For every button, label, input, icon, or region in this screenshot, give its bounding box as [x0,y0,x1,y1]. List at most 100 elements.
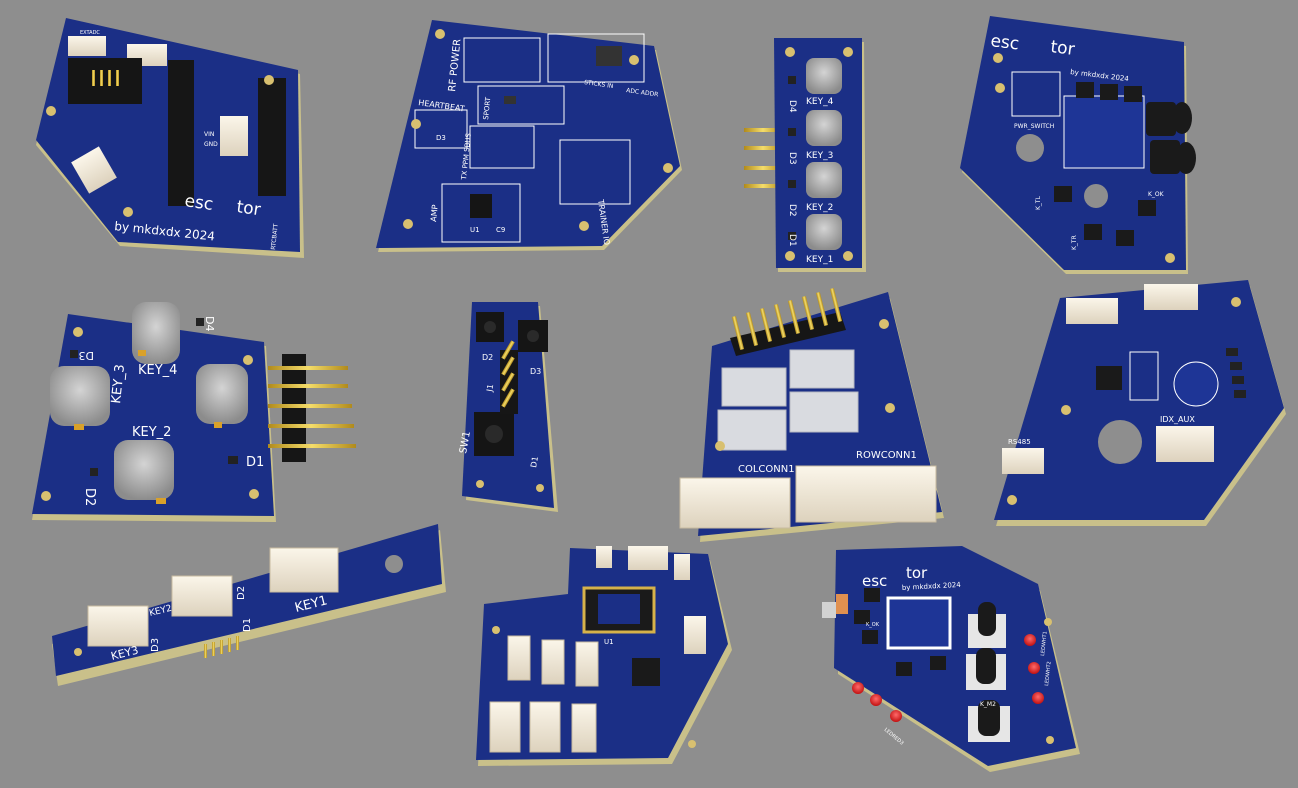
pin-header-left [168,60,194,206]
silk-colconn1: COLCONN1 [738,464,795,475]
connector-array [489,635,599,753]
amp-ic [470,194,492,218]
hub-board: U1 [476,546,732,766]
jst-connector [1144,284,1198,310]
silk-key4: KEY_4 [138,363,177,378]
key-buttons [806,58,842,250]
silk-d1: D1 [529,456,540,469]
logo-tor: tor [1049,37,1075,60]
silk-d4: D4 [787,100,797,113]
switch-board: SW1 J1 D1 D2 D3 [458,302,558,512]
silk-u1: U1 [604,638,614,646]
aux-board: IDX_AUX RS485 [994,280,1286,526]
mounting-hole [264,75,274,85]
power-switch [836,594,848,614]
pin-header-2x8 [730,288,846,356]
silk-ledwht1: LEDWHT1 [1040,631,1049,656]
silk-d3: D3 [530,367,541,376]
white-connectors [717,349,859,451]
keys-strip-board: KEY_4 KEY_3 KEY_2 KEY_1 D4 D3 D2 D1 [744,38,866,272]
ic-chip [632,658,660,686]
red-leds [852,634,1044,722]
silk-sport: SPORT [482,96,492,120]
silk-vin: VIN [204,131,214,138]
silk-d1: D1 [787,234,797,247]
silk-j1: J1 [485,383,495,393]
silk-d2: D2 [787,204,797,217]
silk-d3: D3 [787,152,797,165]
mounting-hole [123,207,133,217]
jst-connector [628,546,668,570]
key-bar-board: KEY1 KEY3 KEY2 D1 D2 D3 [52,524,446,686]
silk-k-tr: K_TR [1071,235,1078,250]
silk-d2: D2 [82,488,97,506]
silk-c9: C9 [496,226,505,234]
jst-connector [684,616,706,654]
side-connector [220,116,248,156]
jst-connector [1066,298,1118,324]
mounting-hole-large [1084,184,1108,208]
key-buttons-large [50,302,248,500]
silk-key3: KEY_3 [806,151,833,161]
silk-d2: D2 [236,586,247,600]
big-buttons [966,602,1010,742]
jst-connector [596,546,612,568]
right-angle-header [268,354,356,462]
silk-ledred3: LEDRED3 [883,727,905,747]
silk-d3: D3 [150,638,161,652]
silk-d3: D3 [436,134,446,142]
silk-k-tl: K_TL [1035,195,1042,210]
silk-d4: D4 [203,316,216,331]
silk-k-m2: K_M2 [980,701,996,708]
silk-adc-addr: ADC ADDR [626,87,659,98]
rf-board: RF POWER HEARTBEAT SPORT TX PPM SBUS AMP… [376,20,682,252]
keys-square-board: KEY_4 KEY_3 KEY_2 D4 D3 D2 D1 [32,302,356,522]
silk-u1: U1 [470,226,480,234]
key1-connector [269,547,339,593]
gimbal-board: esc tor by mkdxdx 2024 PWR_SWITCH K_TL K… [960,16,1196,274]
silk-ledwht2: LEDWHT2 [1044,661,1053,686]
right-angle-pins [744,128,782,188]
silk-rs485: RS485 [1008,438,1031,446]
silk-d2: D2 [482,353,493,362]
key2-connector [171,575,233,617]
silk-amp: AMP [429,204,440,222]
mounting-hole-large [1098,420,1142,464]
silk-idx-aux: IDX_AUX [1160,415,1195,424]
jst-connector [674,554,690,580]
silk-pwr-switch: PWR_SWITCH [1014,123,1054,130]
mounting-hole [46,106,56,116]
main-board: esc tor by mkdxdx 2024 EXTADC RTCBATT GN… [36,18,304,258]
front-board: esc tor by mkdxdx 2024 K_OK K_M2 LEDWHT1… [822,546,1080,772]
display-window [886,596,952,650]
silk-gnd: GND [204,141,218,148]
rowconn-connector [795,465,937,523]
tact-switches [1054,82,1156,246]
silk-extadc: EXTADC [80,30,100,36]
ic-chip [1096,366,1122,390]
author-credit: by mkdxdx 2024 [902,581,962,592]
gimbal-posts [1146,102,1196,174]
silk-rowconn1: ROWCONN1 [856,450,917,461]
colconn-connector [679,477,791,529]
silk-key3: KEY_3 [109,364,128,405]
key3-connector [87,605,149,647]
silk-key1: KEY_1 [806,255,833,265]
logo-esc: esc [862,572,887,590]
silk-key4: KEY_4 [806,97,834,107]
silk-k-ok: K_OK [866,622,880,628]
silk-d1: D1 [246,455,264,470]
rs485-connector [1002,448,1044,474]
silk-sw1: SW1 [458,430,473,454]
mounting-hole [385,555,403,573]
logo-tor: tor [906,564,928,582]
tact-switches [854,588,946,676]
silk-key2: KEY_2 [132,425,171,440]
silk-sticks-in: STICKS IN [584,79,614,90]
logo-esc: esc [989,31,1020,54]
power-connector [71,146,117,194]
silk-rtcbatt: RTCBATT [270,223,280,250]
extadc-connector [68,36,106,56]
logo-tor: tor [235,197,262,220]
